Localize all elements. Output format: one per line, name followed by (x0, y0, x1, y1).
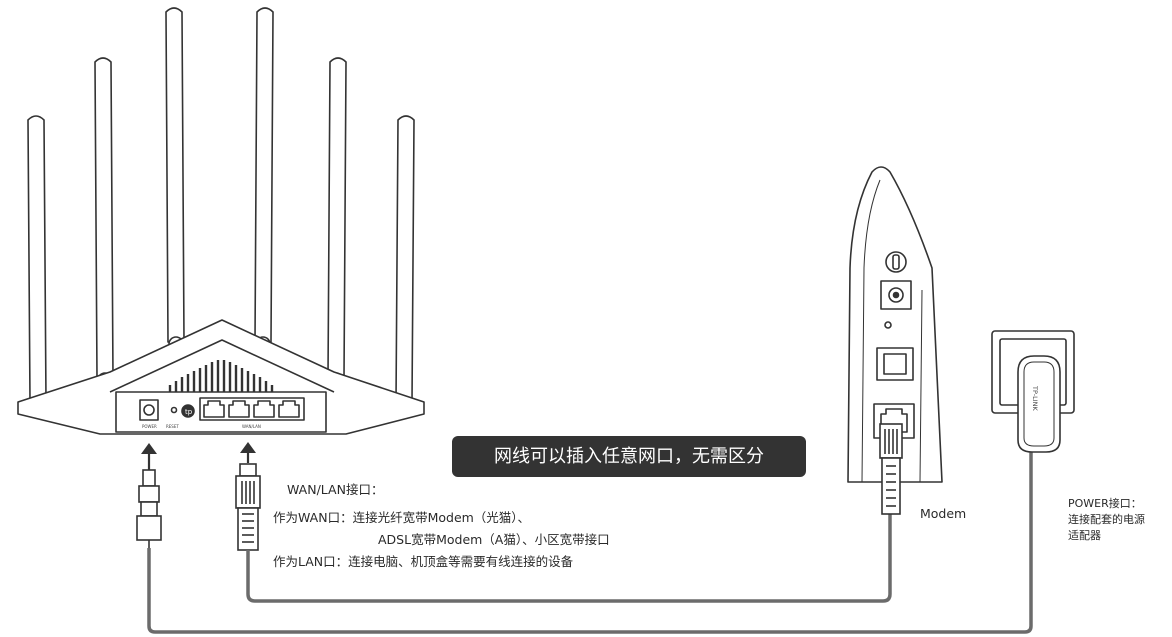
power-adapter (1017, 355, 1061, 453)
router-vents (168, 360, 274, 392)
router-logo-text: tp (185, 408, 193, 416)
any-port-badge: 网线可以插入任意网口，无需区分 (452, 436, 806, 477)
ethernet-plug-router (235, 463, 261, 551)
ethernet-plug-modem (879, 423, 903, 515)
router-ethernet-ports (199, 397, 305, 421)
lan-usage-line: 作为LAN口：连接电脑、机顶盒等需要有线连接的设备 (273, 554, 574, 569)
router-power-text: POWER (142, 424, 157, 429)
power-plug (136, 469, 162, 548)
router (17, 7, 425, 435)
power-line1: 连接配套的电源 (1068, 513, 1145, 526)
router-ports-text: WAN/LAN (242, 424, 261, 429)
insert-arrows (141, 442, 256, 470)
cables (147, 448, 1033, 634)
modem (847, 166, 943, 483)
modem-led (884, 321, 892, 329)
wan-usage-line2: ADSL宽带Modem（A猫）、小区宽带接口 (378, 532, 610, 547)
modem-body (847, 166, 943, 483)
modem-label: Modem (920, 506, 967, 521)
power-line2: 适配器 (1068, 529, 1101, 542)
wan-lan-title: WAN/LAN接口： (287, 482, 384, 497)
router-reset-button (170, 406, 178, 414)
wan-usage-line1: 作为WAN口：连接光纤宽带Modem（光猫）、 (273, 510, 531, 525)
ethernet-cable (246, 514, 892, 603)
router-logo-icon (181, 404, 195, 418)
power-title: POWER接口： (1068, 497, 1142, 510)
adapter-brand-text: TP-LINK (1031, 385, 1039, 411)
router-reset-text: RESET (166, 424, 179, 429)
power-cable (147, 448, 1033, 634)
